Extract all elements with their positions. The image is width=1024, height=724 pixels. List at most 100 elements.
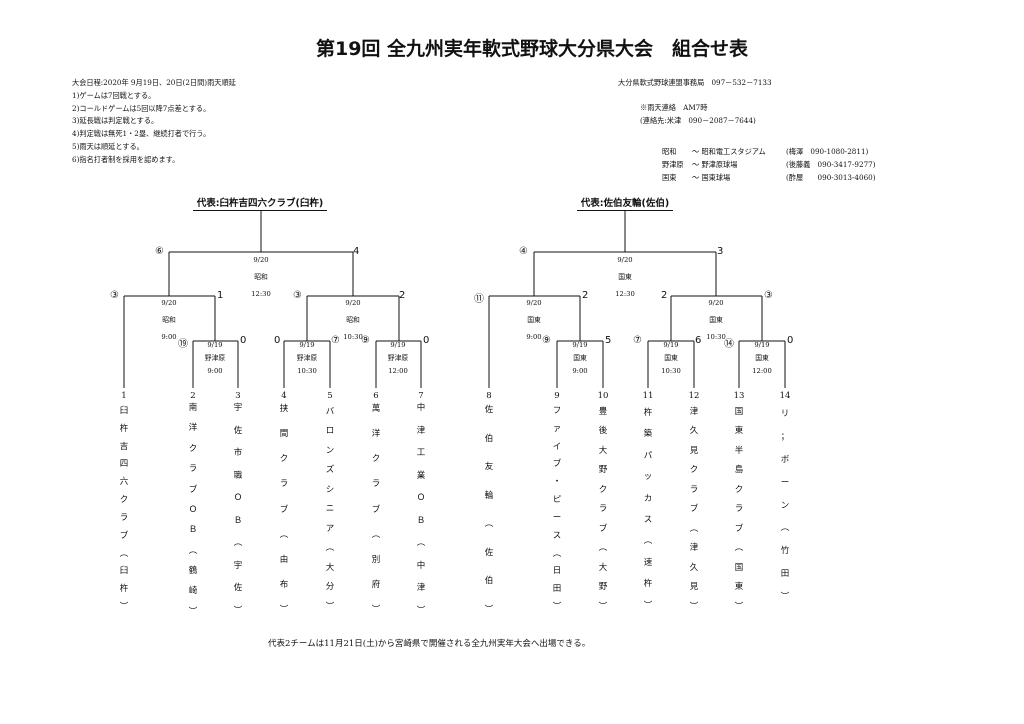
office-contact: 大分県軟式野球連盟事務局 097－532－7133 [618,78,772,87]
team-name-char: Ｂ [416,515,426,526]
team-name-char: ︵ [643,536,653,547]
team-name-char [481,560,497,574]
score-mark: ③ [293,290,302,301]
venue-name: 野津原 [662,160,684,169]
team-name-char: ラ [598,504,608,515]
team-name-char: 田 [552,584,562,595]
team-name-char [413,594,429,605]
team-name-char: 挟 [279,404,289,414]
team-name-char [413,572,429,583]
team-name-char: 萬 [371,404,381,414]
team-name-char: 由 [279,554,289,565]
venue-person: (酢屋 090-3013-4060) [786,173,876,182]
team-name-char: ク [689,465,699,476]
game-venue: 野津原 [387,354,409,362]
team-name-char: ブ [552,459,562,470]
team-name-char [368,491,384,504]
team-name-char [230,549,246,560]
team-name-char: 宇 [233,403,243,413]
score-mark: ⑦ [331,335,340,346]
team-name-char: 職 [233,470,243,481]
team-name-char: ラ [279,479,289,490]
team-name-char: ク [119,495,129,506]
team-name-char: 東 [734,582,744,593]
team-name-char: ︶ [484,604,494,615]
team-name-char: 大 [598,562,608,573]
rule-line: 3)延長戦は判定戦とする。 [72,116,159,126]
team-name-char: 臼 [119,406,129,416]
game-date: 9/19 [754,341,770,349]
team-name-char: ラ [119,512,129,523]
team-name-char: ス [552,530,562,541]
team-name-char: ︶ [325,601,335,612]
team-name-char: 布 [279,580,289,591]
team-name-char [185,556,201,566]
score-mark: 1 [217,290,224,301]
team-number: 12 [688,391,700,401]
team-number: 10 [597,391,609,401]
team-name-char: ︵ [325,543,335,554]
team-name-char: 宇 [233,560,243,571]
team-name-char: シ [325,484,335,495]
game-date: 9/19 [207,341,223,349]
team-name-char: 分 [325,582,335,593]
game-venue: 国東 [527,316,541,324]
team-name-char [481,446,497,460]
score-mark: 3 [717,246,724,257]
team-name-char: ッ [643,472,653,483]
team-name-char: Ｏ [188,504,198,515]
score-mark: 5 [605,335,612,346]
team-name-char: 別 [371,554,381,565]
representative-right: 代表:佐伯友輪(佐伯) [495,195,755,211]
game-time: 9:00 [207,367,223,375]
team-name-char: 杵 [643,408,653,418]
team-name-char: 伯 [484,576,494,587]
team-name-char: 久 [689,562,699,573]
team-name-char [481,588,497,602]
team-name-char: 島 [734,465,744,476]
team-name-char [230,414,246,425]
team-name-char: 杵 [643,579,653,590]
team-name-char: ロ [325,426,335,437]
team-number: 13 [733,391,745,401]
score-mark: ④ [519,246,528,257]
game-time: 10:30 [297,367,317,375]
team-name-char: ブ [279,504,289,515]
venue-place: ～ 昭和電工スタジアム [692,147,766,156]
team-name-char [185,434,201,444]
team-name-char: リ [780,409,790,419]
team-name-char: 津 [416,583,426,593]
team-name-char: ラ [734,504,744,515]
team-name-char: 国 [734,407,744,417]
team-name-char [276,567,292,580]
team-name-char: 業 [416,470,426,481]
venue-place: ～ 野津原球場 [692,160,738,169]
team-name-char [481,417,497,431]
score-mark: ⑦ [633,335,642,346]
team-name-char: ； [780,431,790,442]
score-mark: 0 [240,335,247,346]
team-number: 4 [281,391,287,401]
team-name-char: ︵ [734,543,744,554]
team-name-char: 友 [484,462,494,473]
team-name-char [185,535,201,545]
team-name-char: 津 [416,425,426,436]
rule-line: 4)判定戦は無死1・2塁、継続打者で行う。 [72,129,211,139]
score-mark: ⑨ [542,335,551,346]
team-name-char [276,466,292,479]
team-name-char: 工 [416,448,426,458]
team-name-char [368,592,384,605]
team-name-char: イ [552,441,562,452]
team-name-char: 築 [643,429,653,440]
